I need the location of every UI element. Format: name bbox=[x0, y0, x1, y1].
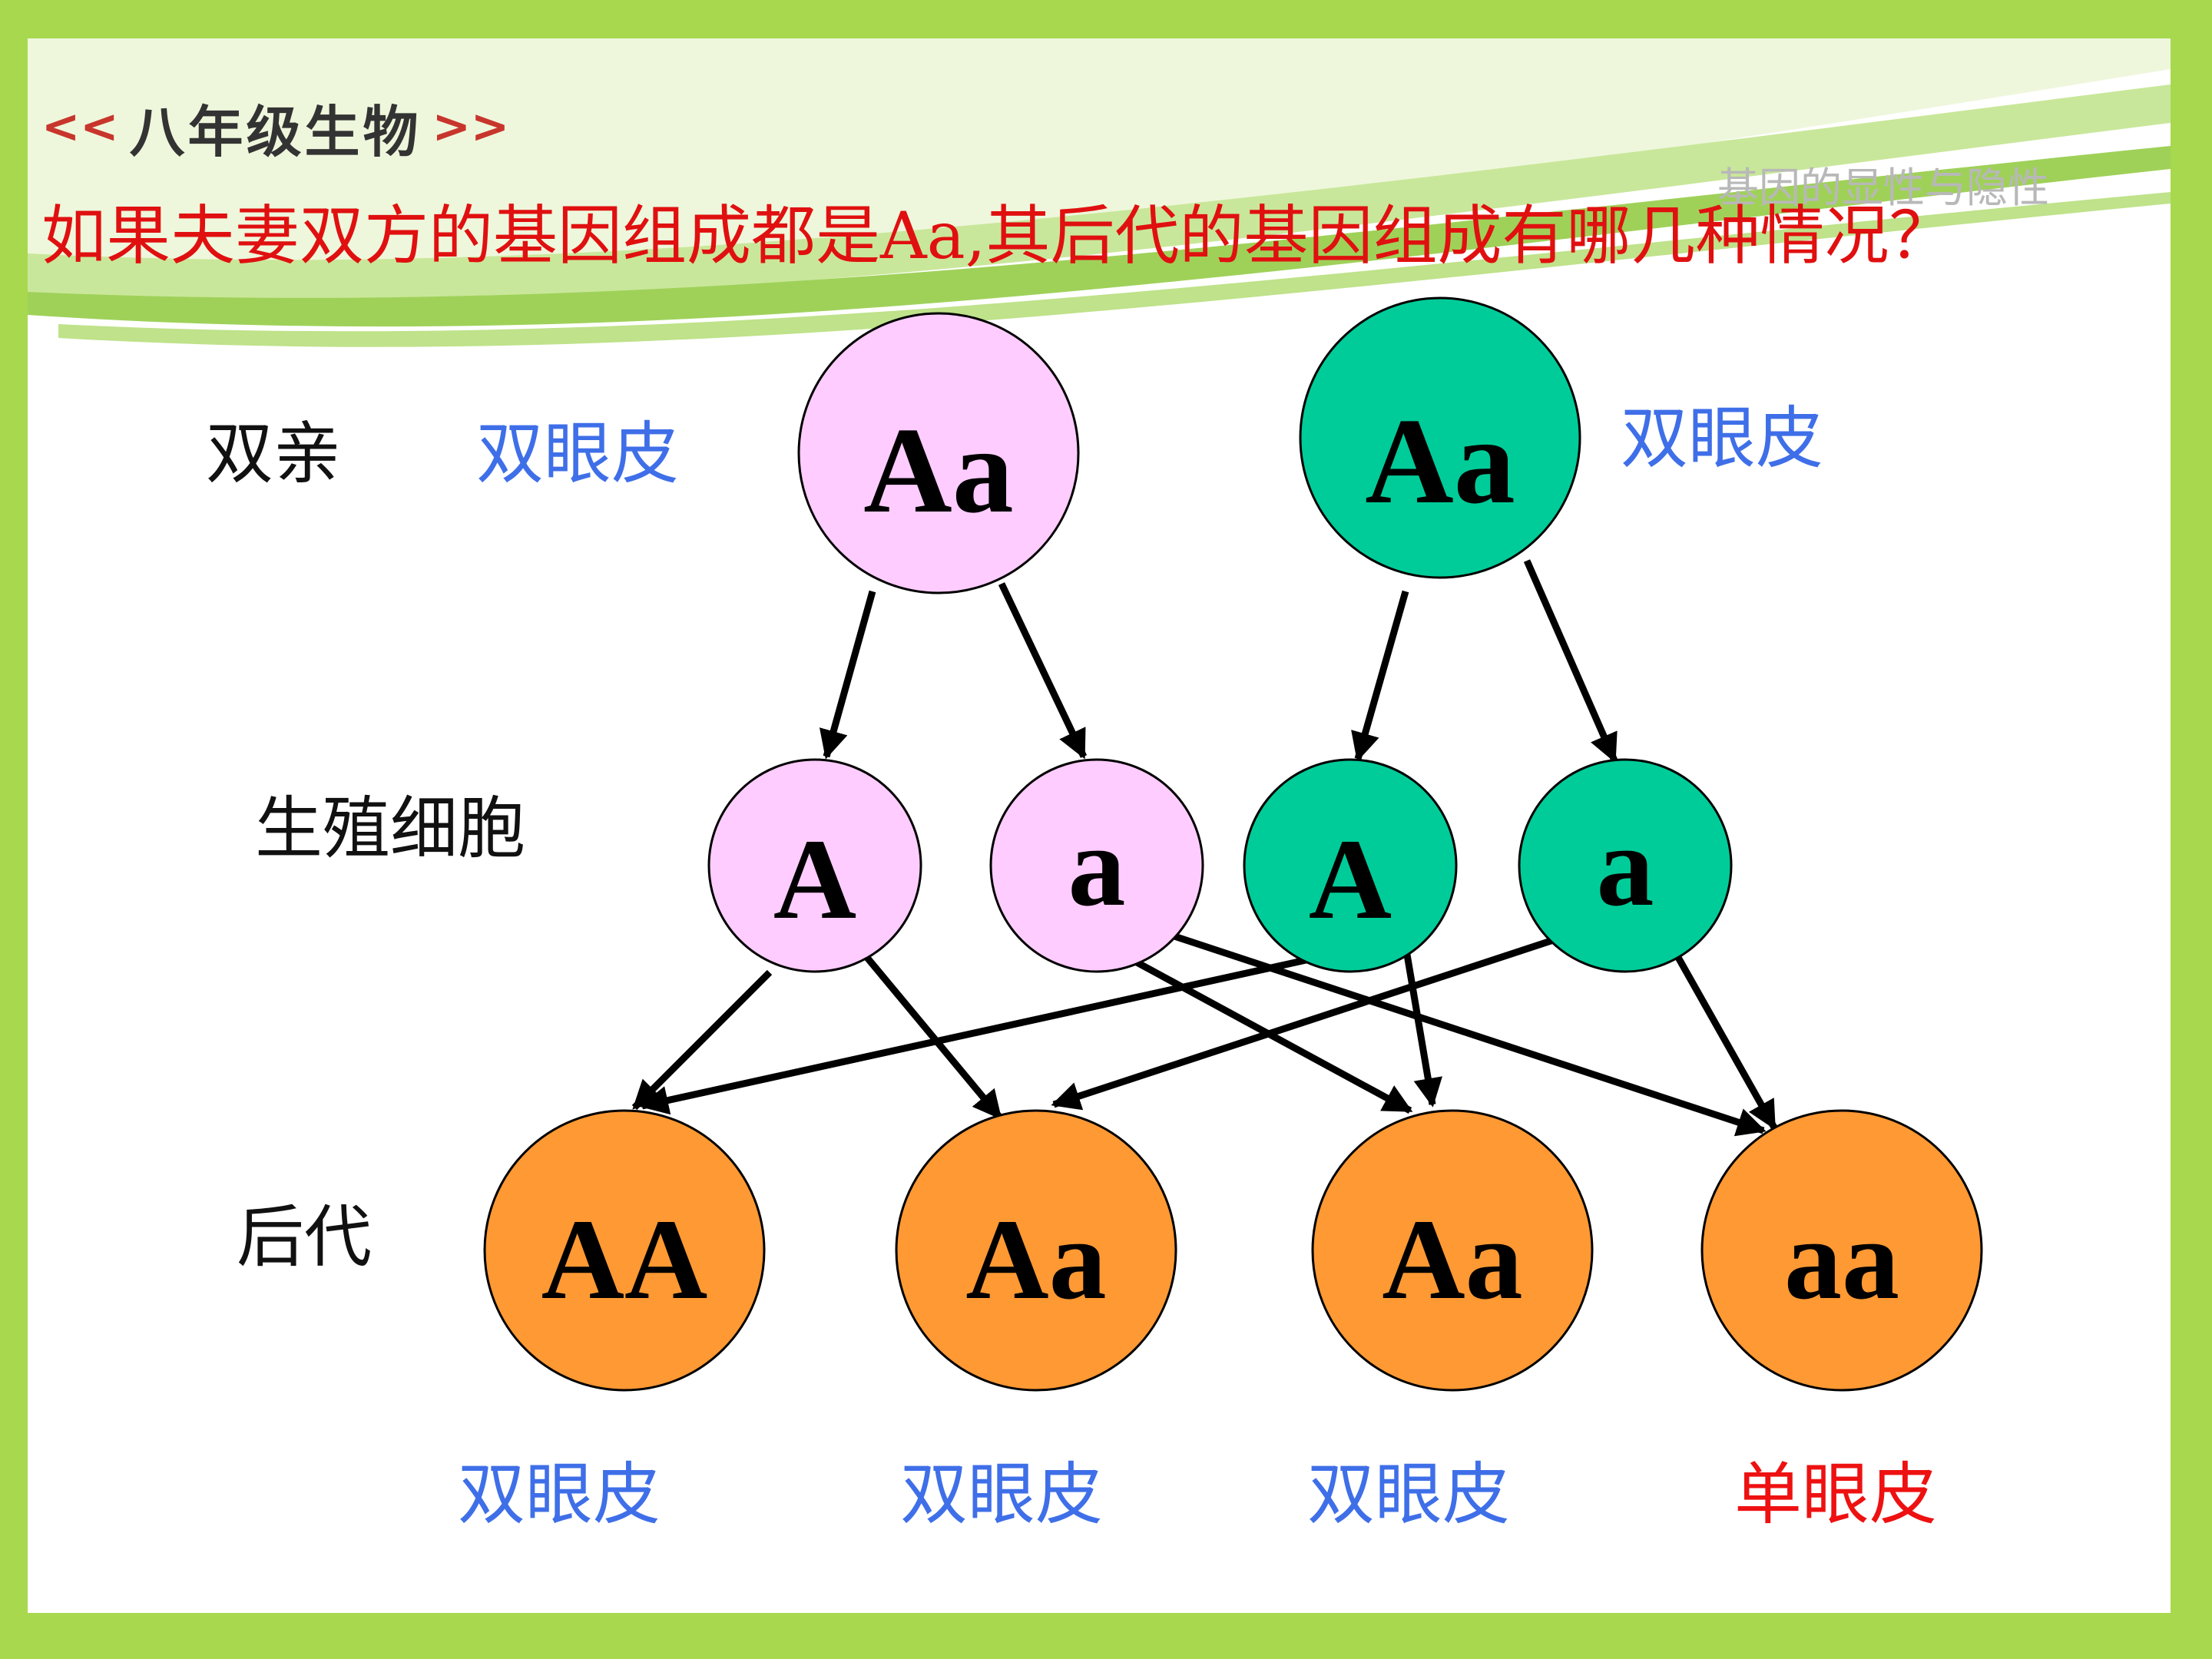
arrow-right-icon: >> bbox=[432, 100, 510, 154]
gamete-4-circle bbox=[1518, 758, 1733, 973]
parent-2-genotype: Aa bbox=[1365, 392, 1515, 529]
gamete-3-allele: A bbox=[1309, 816, 1392, 943]
offspring-1-genotype: AA bbox=[541, 1196, 708, 1323]
green-swoosh-decoration bbox=[28, 38, 2171, 347]
offspring-4-genotype: aa bbox=[1784, 1196, 1899, 1323]
arrow-p2-to-a bbox=[1523, 559, 1618, 763]
grade-badge: << 八年级生物 >> bbox=[41, 84, 509, 169]
gamete-1-circle bbox=[707, 758, 922, 973]
arrow-A1-to-AA bbox=[631, 969, 773, 1111]
gamete-1-allele: A bbox=[773, 816, 856, 943]
arrow-p1-to-A bbox=[819, 590, 876, 760]
offspring-3-trait: 双眼皮 bbox=[1307, 1455, 1511, 1534]
offspring-node-4: aa bbox=[1700, 1109, 1983, 1392]
parent-2-trait: 双眼皮 bbox=[1621, 399, 1824, 478]
parent-node-2: Aa bbox=[1299, 296, 1581, 579]
offspring-4-trait: 单眼皮 bbox=[1734, 1455, 1938, 1534]
gamete-node-3: A bbox=[1243, 758, 1458, 973]
arrow-a2-to-Aa1 bbox=[1051, 925, 1590, 1111]
offspring-node-3: Aa bbox=[1311, 1109, 1594, 1392]
offspring-4-circle bbox=[1700, 1109, 1983, 1392]
arrow-A2-to-AA bbox=[639, 945, 1356, 1115]
offspring-node-2: Aa bbox=[895, 1109, 1177, 1392]
parent-node-1: Aa bbox=[797, 312, 1080, 594]
offspring-3-circle bbox=[1311, 1109, 1594, 1392]
parent-1-trait: 双眼皮 bbox=[476, 414, 680, 493]
gamete-node-1: A bbox=[707, 758, 922, 973]
gamete-node-2: a bbox=[989, 758, 1204, 973]
row-label-offspring: 后代 bbox=[237, 1197, 373, 1277]
offspring-2-trait: 双眼皮 bbox=[900, 1455, 1104, 1534]
gamete-2-allele: a bbox=[1068, 803, 1126, 930]
gamete-4-allele: a bbox=[1597, 803, 1654, 930]
offspring-2-circle bbox=[895, 1109, 1177, 1392]
gamete-3-circle bbox=[1243, 758, 1458, 973]
inheritance-diagram: Aa Aa A a A a AA Aa bbox=[483, 296, 1983, 1392]
offspring-3-genotype: Aa bbox=[1382, 1196, 1522, 1323]
offspring-node-1: AA bbox=[483, 1109, 766, 1392]
offspring-1-circle bbox=[483, 1109, 766, 1392]
parent-2-circle bbox=[1299, 296, 1581, 579]
slide: << 八年级生物 >> 基因的显性与隐性 如果夫妻双方的基因组成都是Aa,其后代… bbox=[28, 38, 2171, 1613]
arrow-A2-to-Aa2 bbox=[1402, 945, 1442, 1108]
row-label-gametes: 生殖细胞 bbox=[255, 789, 526, 868]
arrow-p2-to-A bbox=[1351, 590, 1409, 762]
grade-badge-text: 八年级生物 bbox=[129, 99, 422, 164]
offspring-2-genotype: Aa bbox=[965, 1196, 1106, 1323]
arrow-A1-to-Aa1 bbox=[857, 947, 1003, 1120]
parent-1-genotype: Aa bbox=[863, 402, 1014, 538]
arrow-a2-to-aa bbox=[1664, 935, 1777, 1131]
question-text: 如果夫妻双方的基因组成都是Aa,其后代的基因组成有哪几种情况？ bbox=[41, 198, 1954, 273]
offspring-1-trait: 双眼皮 bbox=[458, 1455, 661, 1534]
gamete-node-4: a bbox=[1518, 758, 1733, 973]
parent-1-circle bbox=[797, 312, 1080, 594]
arrow-p1-to-a bbox=[998, 582, 1088, 760]
lesson-title: 基因的显性与隐性 bbox=[1717, 164, 2049, 212]
gamete-2-circle bbox=[989, 758, 1204, 973]
row-label-parents: 双亲 bbox=[206, 414, 342, 493]
arrow-left-icon: << bbox=[41, 100, 119, 154]
